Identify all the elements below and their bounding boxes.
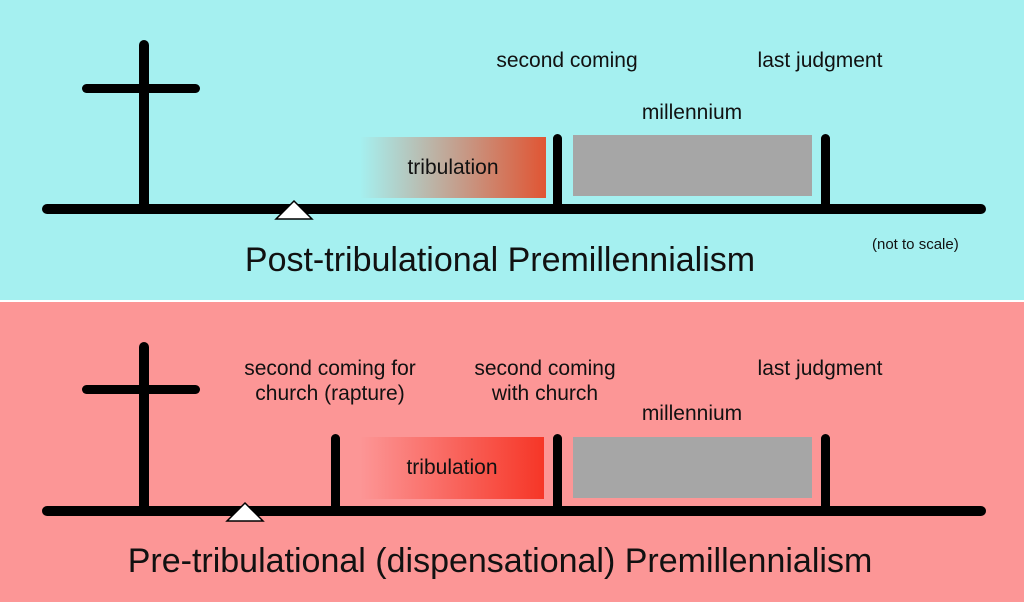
rapture-label-line2: church (rapture) bbox=[255, 382, 405, 405]
diagram-title: Pre-tribulational (dispensational) Premi… bbox=[127, 542, 873, 580]
last-judgment-marker bbox=[821, 434, 830, 512]
tribulation-period: tribulation bbox=[360, 137, 546, 198]
second-coming-label-line2: with church bbox=[491, 382, 599, 405]
rapture-label: second coming for church (rapture) bbox=[225, 356, 435, 406]
second-coming-marker bbox=[553, 434, 562, 512]
second-coming-label-line1: second coming bbox=[474, 357, 616, 380]
second-coming-label: second coming with church bbox=[440, 356, 650, 406]
last-judgment-label: last judgment bbox=[757, 357, 883, 380]
last-judgment-label: last judgment bbox=[757, 49, 883, 72]
millennium-label: millennium bbox=[641, 402, 743, 425]
triangle-marker-icon bbox=[274, 199, 314, 220]
millennium-period bbox=[573, 135, 812, 196]
diagram-title: Post-tribulational Premillennialism bbox=[244, 241, 756, 279]
pre-tribulational-panel: tribulation second coming for church (ra… bbox=[0, 302, 1024, 602]
timeline-baseline bbox=[42, 204, 986, 214]
millennium-label: millennium bbox=[641, 101, 743, 124]
tribulation-period: tribulation bbox=[360, 437, 544, 499]
post-tribulational-panel: tribulation second coming last judgment … bbox=[0, 0, 1024, 300]
timeline-baseline bbox=[42, 506, 986, 516]
second-coming-label: second coming bbox=[496, 49, 638, 72]
scale-note: (not to scale) bbox=[872, 236, 959, 253]
millennium-period bbox=[573, 437, 812, 498]
tribulation-label: tribulation bbox=[406, 456, 498, 479]
triangle-marker-icon bbox=[225, 501, 265, 522]
last-judgment-marker bbox=[821, 134, 830, 210]
tribulation-label: tribulation bbox=[407, 155, 499, 179]
rapture-label-line1: second coming for bbox=[244, 357, 416, 380]
panel-divider bbox=[0, 300, 1024, 302]
rapture-marker bbox=[331, 434, 340, 512]
second-coming-marker bbox=[553, 134, 562, 210]
